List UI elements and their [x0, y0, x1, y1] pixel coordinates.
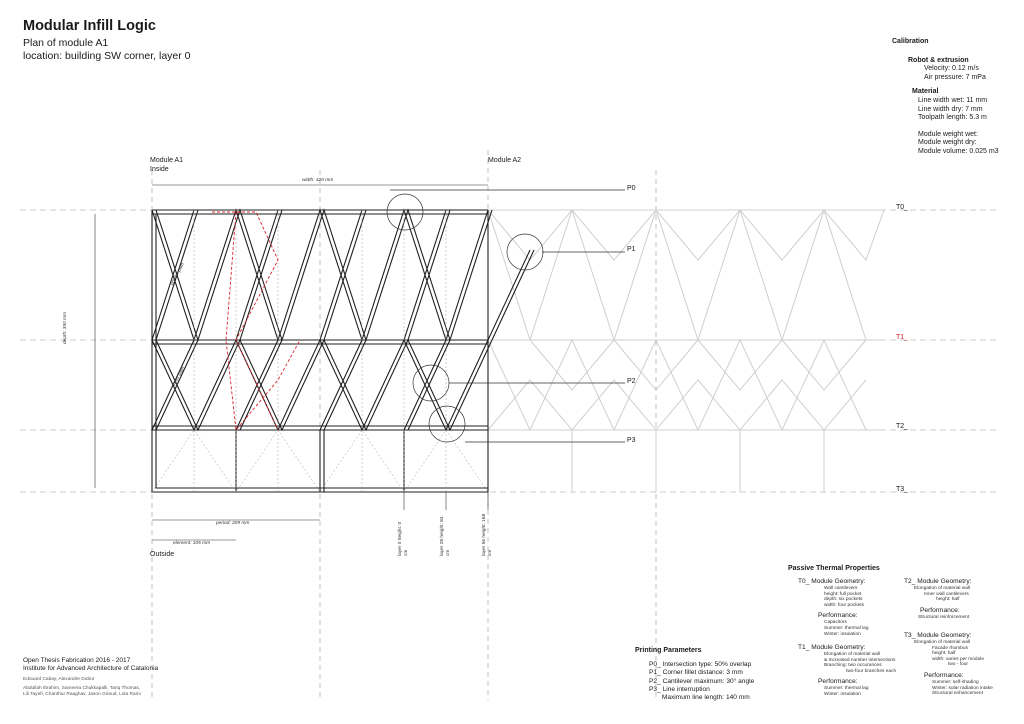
- inner-paths: [151, 210, 489, 493]
- module-a2-ghost: [487, 209, 885, 492]
- thermal-block-t2: T2_ Module Geometry: Elongation of mater…: [904, 578, 1019, 620]
- t1-performance-title: Performance:: [818, 678, 858, 686]
- module-a2-label: Module A2: [488, 157, 522, 164]
- t3-performance-line: Winter: solar radiation intake: [932, 685, 993, 691]
- footer-institute: Institute for Advanced Architecture of C…: [23, 665, 159, 672]
- robot-heading: Robot & extrusion: [908, 56, 969, 64]
- thermal-block-t3: T3_ Module Geometry: Elongation of mater…: [904, 632, 1019, 697]
- dimension-lines: [94, 184, 489, 541]
- callout-p3: P3: [627, 437, 636, 444]
- weight-line: Module volume: 0.025 m3: [918, 147, 999, 155]
- depth-dimension: depth: 350 mm: [63, 312, 68, 344]
- t1-geometry-line: two-four branches each: [846, 668, 897, 674]
- printing-parameter-row: Maximum line length: 140 mm: [649, 694, 750, 702]
- t0-geometry-line: height: full pocket: [824, 591, 862, 597]
- plan-location: location: building SW corner, layer 0: [23, 50, 191, 62]
- material-heading: Material: [912, 88, 939, 96]
- t3-geometry-line: two - four: [948, 662, 968, 668]
- callout-p1: P1: [627, 246, 636, 253]
- t1-geometry-line: & Increased number intersections: [824, 657, 896, 663]
- t2-geometry-title: T2_ Module Geometry:: [904, 578, 972, 585]
- t2-performance-title: Performance:: [920, 606, 960, 614]
- t3-geometry-title: T3_ Module Geometry:: [904, 632, 972, 639]
- t2-geometry-line: height: half: [936, 597, 960, 603]
- callout-p2: P2: [627, 378, 636, 385]
- material-line: Line width wet: 11 mm: [918, 96, 988, 104]
- footer-tutors: Edouard Cabay, Alexandre Dubor: [23, 677, 95, 682]
- module-a1-label: Module A1: [150, 157, 184, 164]
- footer-students: Abdullah Ibrahim, Sameera Chukkapalli, T…: [23, 686, 141, 691]
- t1-performance-line: Winter: insulation: [824, 691, 861, 697]
- module-a1-lattice: [151, 208, 535, 493]
- t0-performance-title: Performance:: [818, 612, 858, 620]
- thermal-block-t0: T0_ Module Geometry: Wall cantilevers he…: [798, 578, 908, 637]
- passive-thermal-title: Passive Thermal Properties: [788, 565, 880, 572]
- layer-mark: layer 0 height: 0 cm: [398, 521, 409, 556]
- thermal-block-t1: T1_ Module Geometry: Elongation of mater…: [798, 644, 913, 698]
- t3-performance-line: Summer: self-shading: [932, 679, 979, 685]
- calibration-panel: Calibration Robot & extrusion Velocity: …: [860, 38, 1010, 157]
- printing-parameters-panel: Printing Parameters P0_ Intersection typ…: [635, 647, 789, 702]
- printing-parameter-row: P1_ Corner fillet distance: 3 mm: [649, 669, 743, 677]
- printing-parameter-row: P2_ Cantilever maximum: 30° angle: [649, 677, 755, 685]
- t0-geometry-line: Wall cantilevers: [824, 586, 858, 591]
- t1-geometry-line: Branching: two occurances: [824, 663, 882, 669]
- layer-mark: layer 28 height: 84 cm: [440, 516, 451, 556]
- t2-performance-line: Structural reinforcement: [918, 614, 970, 620]
- printing-parameters-title: Printing Parameters: [635, 647, 702, 654]
- material-line: Toolpath length: 5.3 m: [918, 114, 987, 122]
- t3-geometry-line: Facade rhombus: [932, 645, 968, 651]
- t0-geometry-line: depth: six pockets: [824, 597, 863, 603]
- page-title: Modular Infill Logic: [23, 18, 156, 34]
- level-t2: T2_: [896, 423, 909, 430]
- footer-students: Lili Tayefi, Chanthur Raaghav, Jason Gir…: [23, 692, 141, 697]
- t1-performance-line: Summer: thermal lag: [824, 686, 869, 692]
- outside-label: Outside: [150, 551, 175, 558]
- width-dimension: width: 420 mm: [302, 178, 334, 183]
- inside-label: Inside: [150, 166, 169, 173]
- level-t3: T3_: [896, 486, 909, 493]
- level-t1: T1_: [896, 334, 909, 341]
- t2-geometry-line: Inner wall cantilevers: [924, 591, 969, 597]
- red-path-highlight: [212, 211, 301, 432]
- t0-performance-line: Capacitors: [824, 620, 847, 626]
- t0-geometry-title: T0_ Module Geometry:: [798, 578, 866, 585]
- t1-geometry-title: T1_ Module Geometry:: [798, 644, 866, 651]
- plan-name: Plan of module A1: [23, 37, 109, 49]
- callout-circles: [386, 189, 625, 443]
- robot-line: Velocity: 0.12 m/s: [924, 65, 979, 73]
- t3-geometry-line: height: half: [932, 651, 956, 657]
- weight-line: Module weight wet:: [918, 130, 978, 138]
- robot-line: Air pressure: 7 mPa: [924, 73, 986, 81]
- t0-geometry-line: width: four pockets: [824, 602, 864, 608]
- level-lines: [20, 209, 1000, 493]
- callout-p0: P0: [627, 185, 636, 192]
- t0-performance-line: Winter: insulation: [824, 631, 861, 637]
- material-line: Line width dry: 7 mm: [918, 105, 983, 113]
- t2-geometry-line: Elongation of material wall: [914, 586, 970, 591]
- calibration-title: Calibration: [892, 38, 929, 45]
- t3-performance-title: Performance:: [924, 671, 964, 679]
- level-t0: T0_: [896, 204, 909, 211]
- footer-credits: Open Thesis Fabrication 2016 - 2017 Inst…: [23, 657, 283, 698]
- weight-line: Module weight dry:: [918, 139, 977, 147]
- t1-geometry-line: Elongation of material wall: [824, 652, 880, 657]
- printing-parameter-row: P0_ Intersection type: 50% overlap: [649, 661, 752, 668]
- t0-performance-line: Summer: thermal lag: [824, 625, 869, 631]
- period-dimension: period: 209 mm: [216, 521, 250, 526]
- printing-parameter-row: P3_ Line interruption: [649, 685, 710, 693]
- layer-mark: layer 56 height: 168 cm: [482, 513, 493, 556]
- t3-performance-line: Structural enhancement: [932, 691, 983, 697]
- element-dimension: element: 105 mm: [173, 541, 211, 546]
- vertical-guides: [151, 150, 657, 700]
- t3-geometry-line: Elongation of material wall: [914, 640, 970, 645]
- footer-program: Open Thesis Fabrication 2016 - 2017: [23, 657, 131, 664]
- t3-geometry-line: width: varies per module: [932, 656, 984, 662]
- page-subtitle: Plan of module A1 location: building SW …: [23, 37, 191, 63]
